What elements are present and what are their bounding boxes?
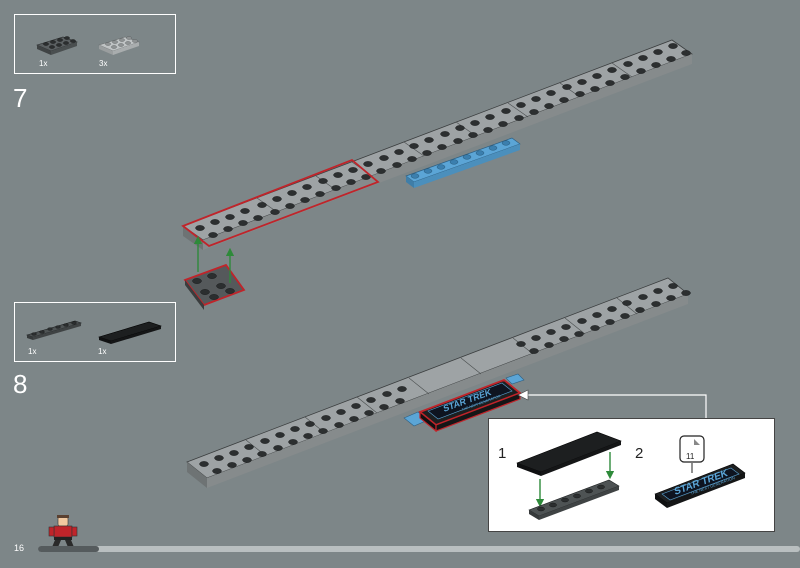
- tile-2x6-black-icon: [98, 321, 162, 344]
- step8-new-assembly: STAR TREK THE NEXT GENERATION: [418, 378, 522, 433]
- step7-long-plate: [182, 39, 693, 250]
- sticker-ref-icon: [679, 435, 705, 463]
- callout-illustration: 11 STAR TREK THE NEXT GENERATION: [516, 431, 746, 520]
- progress-track: [38, 546, 800, 552]
- progress-fill: [38, 546, 99, 552]
- step8-parts-svg: [25, 320, 162, 344]
- step8-part1-qty: 1x: [28, 347, 37, 356]
- step8-number: 8: [13, 369, 28, 399]
- step8-part2-qty: 1x: [98, 347, 107, 356]
- step7-part1-qty: 1x: [39, 59, 48, 68]
- step7-parts-svg: [36, 36, 140, 55]
- callout-plate-dark: [528, 479, 620, 520]
- step8-long-plate: [186, 277, 691, 488]
- page-number: 16: [14, 543, 25, 553]
- step7-part2-qty: 3x: [99, 59, 108, 68]
- callout-pointer-line: [526, 394, 707, 418]
- step7-number: 7: [13, 83, 28, 113]
- step7-blue-plate: [405, 137, 521, 188]
- step8-parts-box: 1x 1x: [14, 302, 176, 362]
- plate-2x4-light-gray-icon: [98, 36, 140, 55]
- callout-substep-2: 2: [635, 445, 644, 462]
- step8-callout: 1 2 11: [488, 418, 775, 532]
- plate-1x6-dark-gray-icon: [25, 320, 83, 340]
- step7-parts-box: 1x 3x: [14, 14, 176, 74]
- step7-new-plate: [183, 235, 246, 310]
- callout-tile-with-sticker: STAR TREK THE NEXT GENERATION: [654, 463, 746, 508]
- sticker-ref-number: 11: [686, 452, 695, 461]
- callout-tile-black: [516, 431, 622, 476]
- callout-pointer-arrow: [517, 389, 529, 401]
- plate-2x4-dark-gray-icon: [36, 36, 78, 55]
- callout-substep-1: 1: [498, 445, 507, 462]
